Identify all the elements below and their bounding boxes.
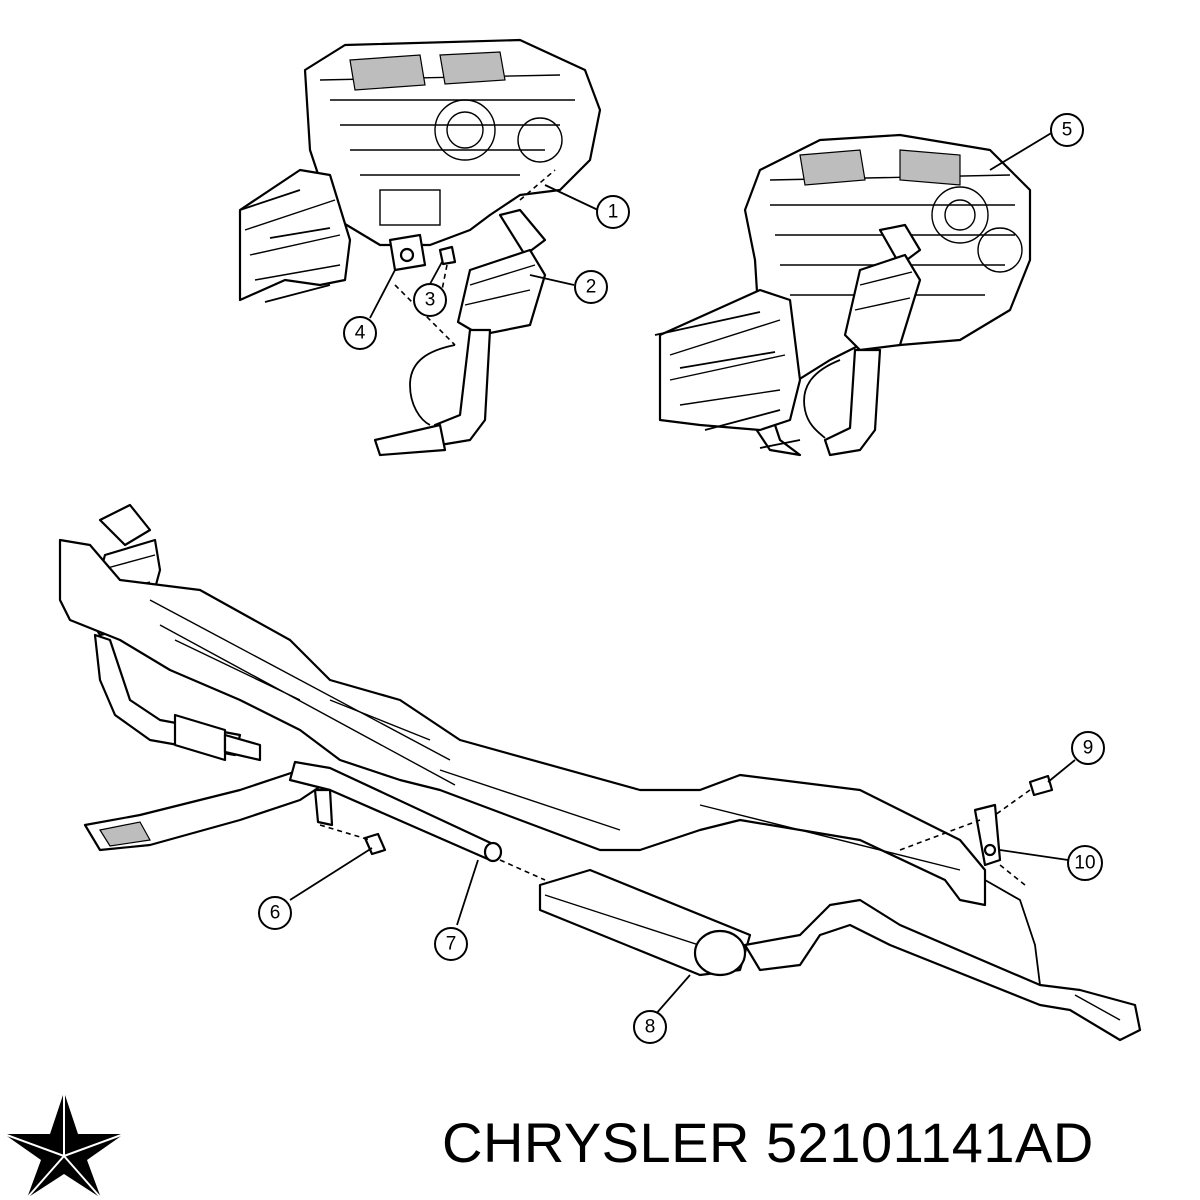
svg-text:10: 10 xyxy=(1074,853,1095,874)
chrysler-pentastar-logo xyxy=(3,1092,125,1199)
svg-text:2: 2 xyxy=(586,277,597,298)
callout-leaders xyxy=(289,131,1076,1016)
callout-4: 4 xyxy=(343,316,377,350)
svg-text:5: 5 xyxy=(1062,120,1073,141)
callout-7: 7 xyxy=(434,927,468,961)
exploded-engine-view xyxy=(238,38,602,457)
brand-name: CHRYSLER xyxy=(442,1111,750,1174)
part-caption: CHRYSLER 52101141AD xyxy=(442,1108,1182,1178)
frame-exhaust-view xyxy=(58,503,1142,1042)
callout-10: 10 xyxy=(1067,845,1103,881)
callout-9: 9 xyxy=(1071,731,1105,765)
svg-text:4: 4 xyxy=(355,323,366,344)
callout-1: 1 xyxy=(596,195,630,229)
svg-text:6: 6 xyxy=(270,903,281,924)
callout-5: 5 xyxy=(1050,113,1084,147)
part-number: 52101141AD xyxy=(766,1111,1094,1174)
svg-text:1: 1 xyxy=(608,202,619,223)
callout-3: 3 xyxy=(413,283,447,317)
svg-text:9: 9 xyxy=(1083,738,1094,759)
svg-text:8: 8 xyxy=(645,1017,656,1038)
callout-6: 6 xyxy=(258,896,292,930)
svg-text:3: 3 xyxy=(425,290,436,311)
assembled-engine-view xyxy=(654,133,1032,457)
callout-2: 2 xyxy=(574,270,608,304)
svg-text:7: 7 xyxy=(446,934,457,955)
callout-8: 8 xyxy=(633,1010,667,1044)
